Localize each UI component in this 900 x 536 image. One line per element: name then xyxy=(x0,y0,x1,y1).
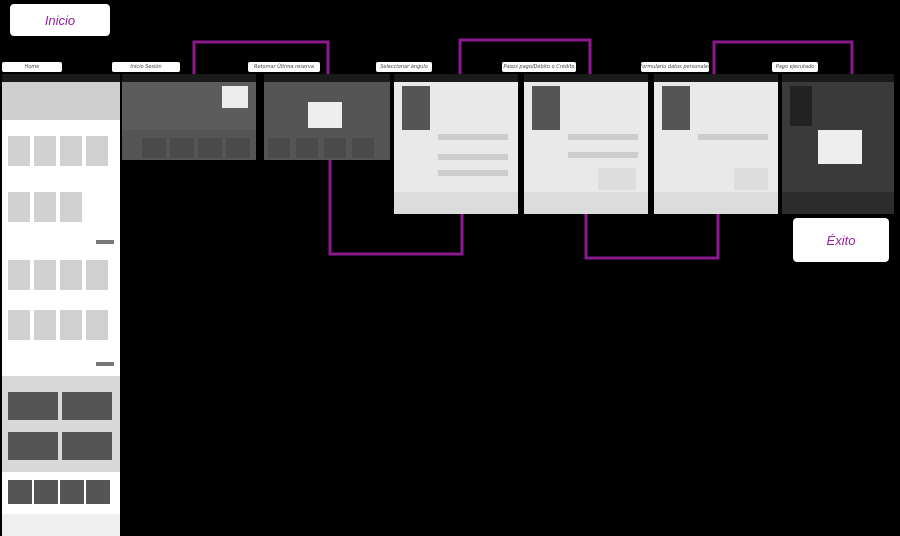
screen-form xyxy=(654,74,778,214)
screen-login xyxy=(122,74,256,160)
step-tag-resume: Retomar Última reserva xyxy=(248,62,320,72)
screen-resume xyxy=(264,74,390,160)
step-tag-payment: Pasos pago/Débito o Crédito xyxy=(502,62,576,72)
step-tag-home: Home xyxy=(2,62,62,72)
step-tag-angle: Seleccionar ángulo xyxy=(376,62,432,72)
step-tag-login: Inicio Sesión xyxy=(112,62,180,72)
screen-paid xyxy=(782,74,894,214)
step-tag-form: Formulario datos personales xyxy=(641,62,709,72)
start-label: Inicio xyxy=(10,4,110,36)
screen-payment xyxy=(524,74,648,214)
screen-home xyxy=(2,74,120,536)
end-label: Éxito xyxy=(793,218,889,262)
screen-angle xyxy=(394,74,518,214)
step-tag-paid: Pago ejecutado xyxy=(772,62,818,72)
